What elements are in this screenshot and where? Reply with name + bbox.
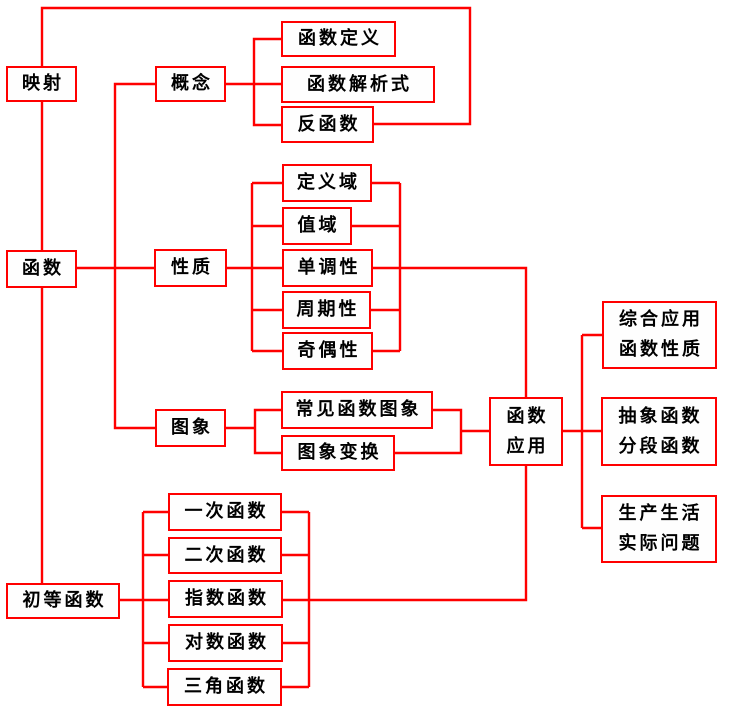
- node-zhiyu: 值域: [282, 207, 352, 245]
- node-chudeng-hanshu: 初等函数: [6, 583, 120, 619]
- node-tuxiang: 图象: [155, 409, 226, 447]
- node-shengchan-shenghuo: 生产生活 实际问题: [601, 495, 717, 563]
- connector-gainian-children-trunk: [252, 37, 281, 127]
- node-yingshe: 映射: [6, 66, 77, 102]
- connector-dandiao-yingyong: [373, 266, 528, 397]
- node-dandiaoxing: 单调性: [282, 249, 373, 287]
- node-hanshu-dingyi: 函数定义: [281, 21, 396, 57]
- node-hanshu: 函数: [6, 250, 77, 288]
- node-hanshu-yingyong: 函数 应用: [489, 397, 563, 466]
- connector-yingyong-zhishu: [283, 466, 528, 602]
- node-dingyiyu: 定义域: [282, 164, 372, 202]
- node-zhouqixing: 周期性: [282, 291, 371, 329]
- node-xingzhi: 性质: [154, 249, 227, 287]
- node-chouxiang-fenduan: 抽象函数 分段函数: [601, 397, 717, 466]
- node-changjian-hanshu-tuxiang: 常见函数图象: [281, 391, 433, 429]
- node-yici-hanshu: 一次函数: [168, 493, 282, 531]
- connector-yingshe-fanhanshu: [40, 6, 472, 126]
- node-tuxiang-bianhuan: 图象变换: [281, 435, 395, 471]
- node-duishu-hanshu: 对数函数: [168, 624, 283, 662]
- node-erci-hanshu: 二次函数: [168, 537, 282, 574]
- node-fan-hanshu: 反函数: [281, 106, 374, 143]
- node-sanjiao-hanshu: 三角函数: [167, 668, 282, 706]
- node-hanshu-jiexishi: 函数解析式: [281, 66, 435, 103]
- node-qiouxing: 奇偶性: [282, 332, 373, 370]
- connector-trunk-gainian-tuxiang: [113, 82, 155, 430]
- node-zhishu-hanshu: 指数函数: [168, 580, 283, 618]
- node-zonghe-yingyong: 综合应用 函数性质: [602, 301, 717, 369]
- connector-tuxiang-left-trunk: [253, 408, 281, 455]
- node-gainian: 概念: [155, 66, 226, 102]
